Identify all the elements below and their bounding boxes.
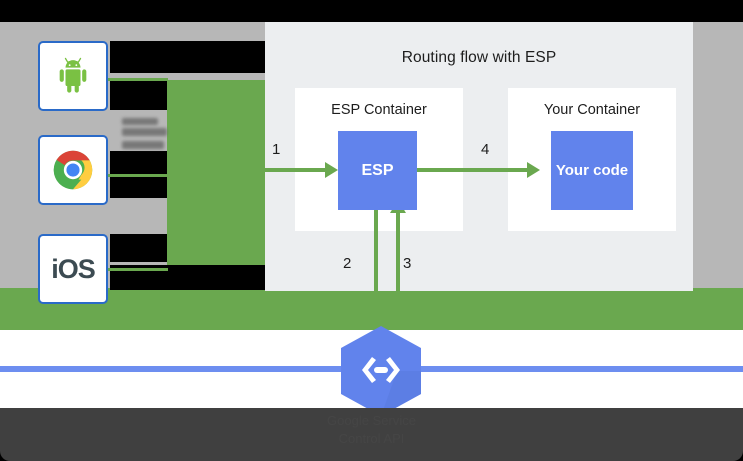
bottom-overlay bbox=[0, 408, 743, 461]
arrow-step-2 bbox=[374, 210, 378, 322]
redaction-block bbox=[110, 41, 267, 73]
cloud-endpoints-hexagon-icon bbox=[341, 326, 421, 416]
arrow-step-1 bbox=[263, 168, 325, 172]
client-connector-chrome bbox=[104, 174, 168, 177]
esp-container-label: ESP Container bbox=[331, 102, 427, 118]
your-container-label: Your Container bbox=[543, 102, 641, 118]
client-card-ios[interactable]: iOS bbox=[38, 234, 108, 304]
esp-box: ESP bbox=[338, 131, 417, 210]
your-code-box: Your code bbox=[551, 131, 633, 210]
service-logo bbox=[339, 325, 423, 417]
client-card-android[interactable] bbox=[38, 41, 108, 111]
client-card-chrome[interactable] bbox=[38, 135, 108, 205]
arrow-step-3 bbox=[396, 213, 400, 322]
redaction-block bbox=[0, 0, 743, 22]
arrow-step-4 bbox=[417, 168, 527, 172]
android-icon bbox=[59, 57, 87, 93]
client-connector-ios bbox=[104, 268, 168, 271]
service-label-line2: Control API bbox=[338, 430, 405, 446]
obscured-text bbox=[122, 118, 158, 125]
diagram-title: Routing flow with ESP bbox=[401, 49, 557, 66]
chrome-icon bbox=[53, 150, 93, 190]
green-slab bbox=[167, 80, 265, 287]
step-number-3: 3 bbox=[403, 255, 412, 272]
obscured-text bbox=[122, 141, 164, 149]
client-connector-android bbox=[104, 78, 168, 81]
green-band bbox=[0, 288, 743, 330]
step-number-1: 1 bbox=[272, 141, 281, 158]
step-number-2: 2 bbox=[343, 255, 352, 272]
obscured-text bbox=[122, 128, 167, 136]
ios-label: iOS bbox=[51, 253, 96, 284]
step-number-4: 4 bbox=[481, 141, 490, 158]
redaction-block bbox=[110, 234, 167, 262]
arrow-step-4-head bbox=[527, 162, 540, 178]
redaction-block bbox=[110, 80, 167, 110]
arrow-step-1-head bbox=[325, 162, 338, 178]
service-label-line1: Google Service bbox=[327, 413, 416, 428]
service-logo-label: Google Service Control API bbox=[0, 412, 743, 447]
